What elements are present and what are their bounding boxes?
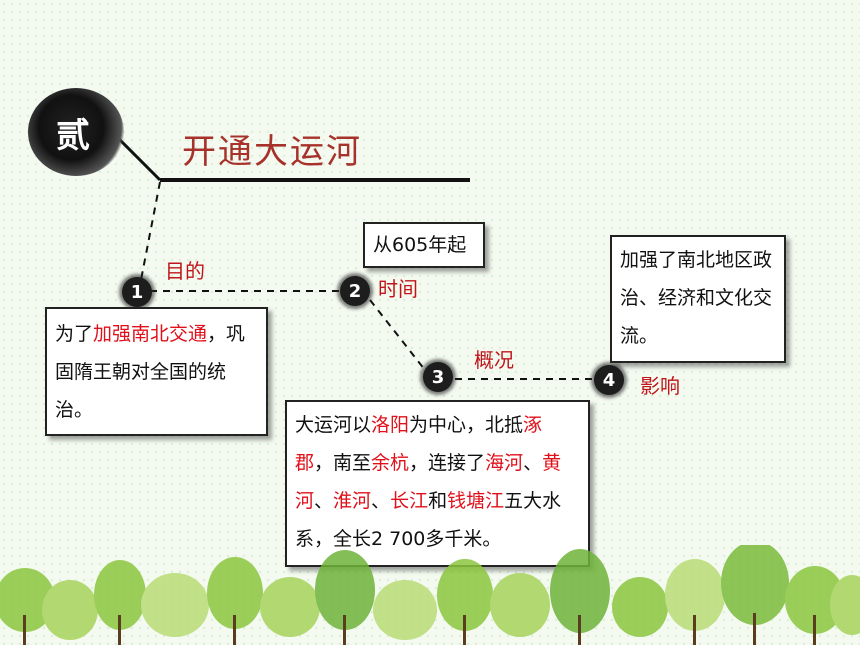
river-changjiang: 长江 — [390, 490, 429, 512]
river-haihe: 海河 — [485, 452, 524, 474]
node-4: 4 — [594, 365, 624, 395]
river-qiantangjiang: 钱塘江 — [447, 490, 505, 512]
page-title: 开通大运河 — [182, 132, 362, 172]
place-luoyang: 洛阳 — [371, 414, 410, 436]
overview-box: 大运河以洛阳为中心，北抵涿郡，南至余杭，连接了海河、黄河、淮河、长江和钱塘江五大… — [285, 400, 590, 567]
overview-text: 、 — [371, 490, 391, 512]
overview-text: 五大水系，全长2 700多千米。 — [295, 490, 562, 550]
overview-text: 为中心，北抵 — [409, 414, 524, 436]
label-influence: 影响 — [640, 374, 680, 398]
label-overview: 概况 — [474, 348, 514, 372]
overview-text: 和 — [428, 490, 448, 512]
overview-text: 大运河以 — [295, 414, 372, 436]
river-huanghe: 黄河 — [295, 452, 562, 512]
purpose-text-1: 为了 — [55, 323, 94, 345]
time-text: 从605年起 — [373, 234, 467, 256]
label-purpose: 目的 — [165, 259, 205, 283]
time-box: 从605年起 — [363, 222, 485, 268]
label-time: 时间 — [378, 277, 418, 301]
purpose-box: 为了加强南北交通，巩固隋王朝对全国的统治。 — [45, 307, 268, 436]
overview-text: 、 — [523, 452, 543, 474]
river-huaihe: 淮河 — [333, 490, 372, 512]
node-2: 2 — [340, 276, 370, 306]
node-3: 3 — [423, 362, 453, 392]
influence-text: 加强了南北地区政治、经济和文化交流。 — [620, 249, 773, 347]
node-1: 1 — [122, 277, 152, 307]
influence-box: 加强了南北地区政治、经济和文化交流。 — [610, 235, 786, 363]
overview-text: ，南至 — [314, 452, 372, 474]
purpose-text-3: 巩固隋王朝对全国的统治。 — [55, 323, 246, 421]
purpose-text-2: ， — [207, 323, 227, 345]
overview-text: ，连接了 — [409, 452, 486, 474]
place-zhuojun: 涿郡 — [295, 414, 543, 474]
place-yuhang: 余杭 — [371, 452, 410, 474]
purpose-highlight: 加强南北交通 — [93, 323, 208, 345]
section-badge: 贰 — [28, 88, 124, 176]
section-number: 贰 — [56, 115, 90, 156]
tree-border-decoration — [0, 545, 860, 645]
overview-text: 、 — [314, 490, 334, 512]
